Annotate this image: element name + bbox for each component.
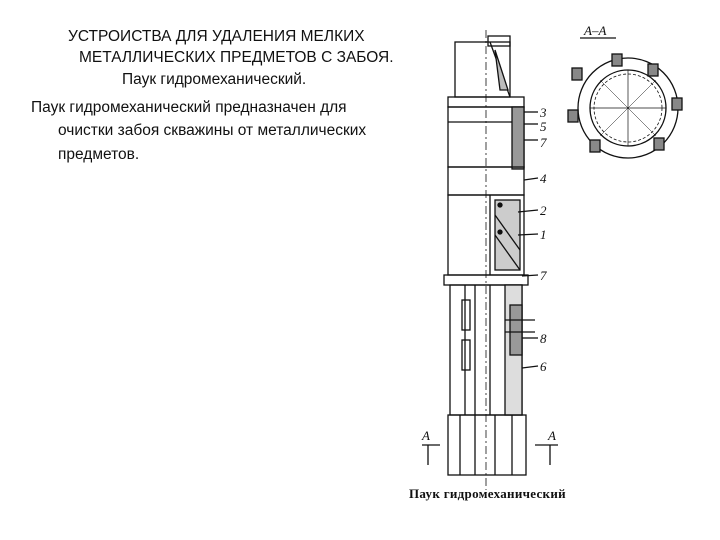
cut-marker-right: А (547, 428, 556, 443)
callout-2: 2 (540, 203, 547, 218)
callout-1: 1 (540, 227, 547, 242)
callout-7-top: 7 (540, 135, 547, 150)
figure-caption: Паук гидромеханический (409, 486, 566, 501)
slide-subtitle: Паук гидромеханический. (122, 71, 307, 88)
callout-4: 4 (540, 171, 547, 186)
callout-3: 3 (539, 105, 547, 120)
cut-marker-left: А (421, 428, 430, 443)
callout-6: 6 (540, 359, 547, 374)
section-label: А–А (583, 23, 606, 38)
slide-title-line-2: МЕТАЛЛИЧЕСКИХ ПРЕДМЕТОВ С ЗАБОЯ. (79, 49, 394, 66)
body-line-1: Паук гидромеханический предназначен для (31, 99, 347, 116)
callout-5: 5 (540, 119, 547, 134)
slide-title-line-1: УСТРОИСТВА ДЛЯ УДАЛЕНИЯ МЕЛКИХ (68, 28, 365, 45)
body-line-3: предметов. (58, 146, 140, 163)
callout-8: 8 (540, 331, 547, 346)
technical-drawing: А–А 3 5 7 4 2 1 7 8 6 А А (421, 23, 683, 490)
callout-7-mid: 7 (540, 268, 547, 283)
body-line-2: очистки забоя скважины от металлических (58, 122, 367, 139)
